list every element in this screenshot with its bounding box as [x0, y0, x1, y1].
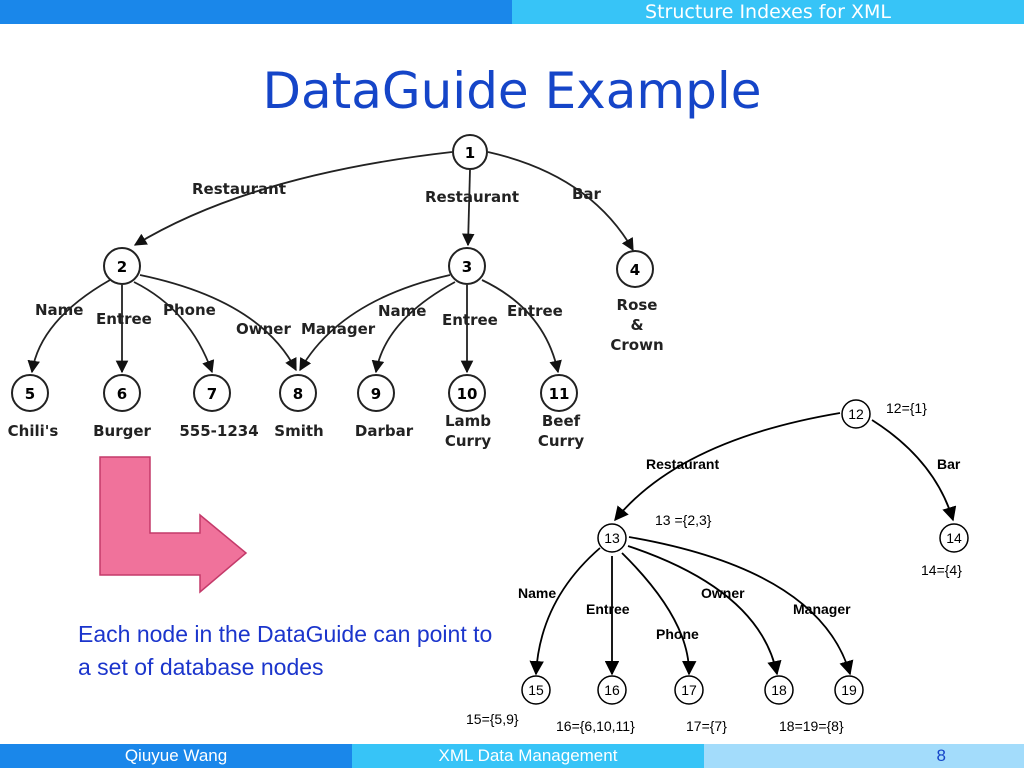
dg-extent-16: 16={6,10,11}: [556, 718, 635, 734]
svg-text:13: 13: [604, 530, 620, 546]
dg-edge-13-15: [529, 547, 601, 676]
dataguide: [529, 412, 957, 676]
section-title: Structure Indexes for XML: [645, 1, 891, 23]
dg-node-19: 19: [834, 675, 864, 705]
db-edge-label-2-8: Owner: [236, 320, 291, 338]
top-banner-right: [512, 0, 1024, 24]
db-edge-2-5: [27, 279, 111, 374]
svg-text:10: 10: [457, 385, 478, 403]
db-edge-label-2-5: Name: [35, 301, 83, 319]
db-edge-1-4: [487, 151, 634, 252]
db-node-7: 7: [193, 374, 231, 412]
dg-extent-18-19: 18=19={8}: [779, 718, 844, 734]
dg-node-12: 12: [841, 399, 871, 429]
db-value-8: Smith: [274, 422, 323, 440]
dg-edge-13-17: [621, 552, 697, 676]
db-node-9: 9: [357, 374, 395, 412]
dg-node-18: 18: [764, 675, 794, 705]
db-node-5: 5: [11, 374, 49, 412]
db-node-8: 8: [279, 374, 317, 412]
db-value-7: 555-1234: [179, 422, 258, 440]
svg-text:11: 11: [549, 385, 570, 403]
db-edge-3-8: [299, 274, 451, 372]
db-edge-label-3-11: Entree: [507, 302, 563, 320]
dg-node-17: 17: [674, 675, 704, 705]
db-node-1: 1: [452, 134, 488, 170]
dg-extent-17: 17={7}: [686, 718, 727, 734]
db-edge-label-2-6: Entree: [96, 310, 152, 328]
db-value-9: Darbar: [355, 422, 414, 440]
svg-text:9: 9: [371, 385, 381, 403]
db-edge-2-7: [133, 281, 215, 374]
db-value-5: Chili's: [8, 422, 59, 440]
dg-edge-label-phone: Phone: [656, 626, 699, 642]
db-edge-label-1-4: Bar: [572, 185, 602, 203]
db-edge-3-9: [371, 281, 456, 374]
db-node-11: 11: [540, 374, 578, 412]
db-edge-label-2-7: Phone: [163, 301, 216, 319]
pink-l-arrow-shape: [99, 456, 248, 594]
svg-text:6: 6: [117, 385, 127, 403]
dg-node-13: 13: [597, 523, 627, 553]
db-edge-1-3: [462, 169, 475, 247]
footer-author: Qiuyue Wang: [0, 744, 352, 768]
db-edge-label-3-9: Name: [378, 302, 426, 320]
db-node-4: 4: [616, 250, 654, 288]
db-edge-label-3-8: Manager: [301, 320, 376, 338]
footer-page-area: 8: [704, 744, 1024, 768]
db-edge-3-11: [481, 279, 562, 374]
dg-edge-label-manager: Manager: [793, 601, 851, 617]
svg-text:14: 14: [946, 530, 962, 546]
db-edge-label-1-2: Restaurant: [192, 180, 286, 198]
svg-text:4: 4: [630, 261, 640, 279]
db-node-3: 3: [448, 247, 486, 285]
dg-extent-15: 15={5,9}: [466, 711, 519, 727]
db-node-10: 10: [448, 374, 486, 412]
dg-edge-label-bar: Bar: [937, 456, 961, 472]
db-node-2: 2: [103, 247, 141, 285]
dg-node-15: 15: [521, 675, 551, 705]
db-edge-label-1-3: Restaurant: [425, 188, 519, 206]
svg-text:2: 2: [117, 258, 127, 276]
dg-extent-13: 13 ={2,3}: [655, 512, 712, 528]
db-edge-label-3-10: Entree: [442, 311, 498, 329]
slide-title: DataGuide Example: [262, 62, 762, 120]
svg-text:12: 12: [848, 406, 864, 422]
svg-text:16: 16: [604, 682, 620, 698]
top-banner-left: [0, 0, 512, 24]
dg-edge-12-13: [614, 412, 841, 522]
dg-extent-14: 14={4}: [921, 562, 962, 578]
footer-course: XML Data Management: [352, 744, 704, 768]
svg-text:7: 7: [207, 385, 217, 403]
svg-text:15: 15: [528, 682, 544, 698]
dg-edge-label-restaurant: Restaurant: [646, 456, 719, 472]
dg-edge-label-owner: Owner: [701, 585, 745, 601]
page-number: 8: [936, 746, 946, 765]
slide-caption: Each node in the DataGuide can point to …: [78, 621, 493, 680]
dg-edge-label-entree: Entree: [586, 601, 630, 617]
svg-text:8: 8: [293, 385, 303, 403]
dg-node-14: 14: [939, 523, 969, 553]
svg-text:5: 5: [25, 385, 35, 403]
svg-text:18: 18: [771, 682, 787, 698]
database-tree: [27, 151, 634, 374]
dg-node-16: 16: [597, 675, 627, 705]
dg-edge-13-18: [627, 545, 782, 676]
svg-text:3: 3: [462, 258, 472, 276]
db-value-4: Rose&Crown: [610, 296, 663, 354]
dg-edge-label-name: Name: [518, 585, 556, 601]
db-edge-1-2: [133, 151, 453, 246]
svg-text:1: 1: [465, 144, 475, 162]
db-node-6: 6: [103, 374, 141, 412]
dg-edge-12-14: [871, 419, 957, 522]
svg-text:17: 17: [681, 682, 697, 698]
db-value-6: Burger: [93, 422, 151, 440]
svg-text:19: 19: [841, 682, 857, 698]
db-edge-2-8: [139, 274, 297, 372]
dg-extent-12: 12={1}: [886, 400, 927, 416]
dg-edge-13-19: [628, 536, 854, 676]
